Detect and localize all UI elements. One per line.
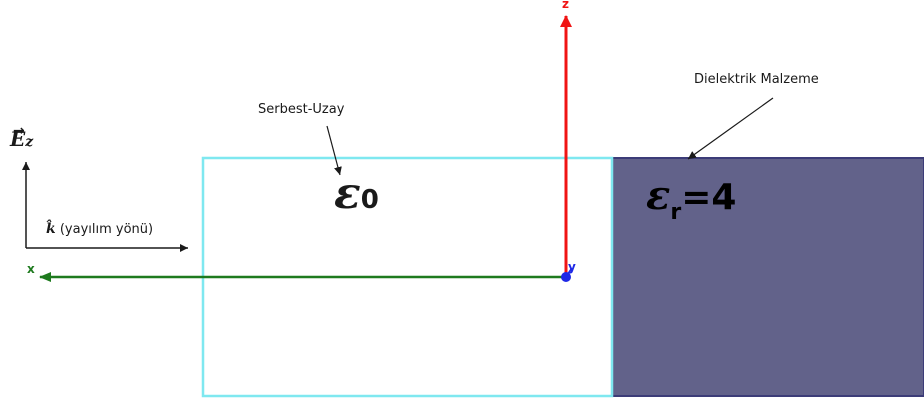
epsilon-r-label: εr=4 [646,172,737,225]
free-space-pointer [326,125,342,176]
field-label: → Ez [10,123,34,151]
dielectric-label: Dielektrik Malzeme [694,72,819,87]
epsilon-r-subscript: r [670,200,682,225]
wave-vector-symbol: k̂ [46,221,56,237]
epsilon-r-value: =4 [681,177,737,218]
epsilon-zero-subscript: 0 [360,185,379,215]
propagation-text: (yayılım yönü) [59,222,154,237]
epsilon-zero-symbol: ε [334,168,361,219]
field-subscript: z [25,134,34,150]
vector-arrow-icon: → [13,123,25,139]
epsilon-r-symbol: ε [646,172,671,219]
z-axis-label: z [562,0,569,11]
y-axis-stub [565,267,573,278]
dielectric-pointer [687,97,774,160]
x-axis-label: x [27,262,35,276]
epsilon-zero-label: ε0 [334,168,379,219]
y-axis-label: y [568,260,576,274]
dielectric-region [611,157,924,397]
propagation-label: k̂ (yayılım yönü) [46,221,153,237]
field-symbol: E [10,127,26,151]
free-space-label: Serbest-Uzay [258,102,345,117]
